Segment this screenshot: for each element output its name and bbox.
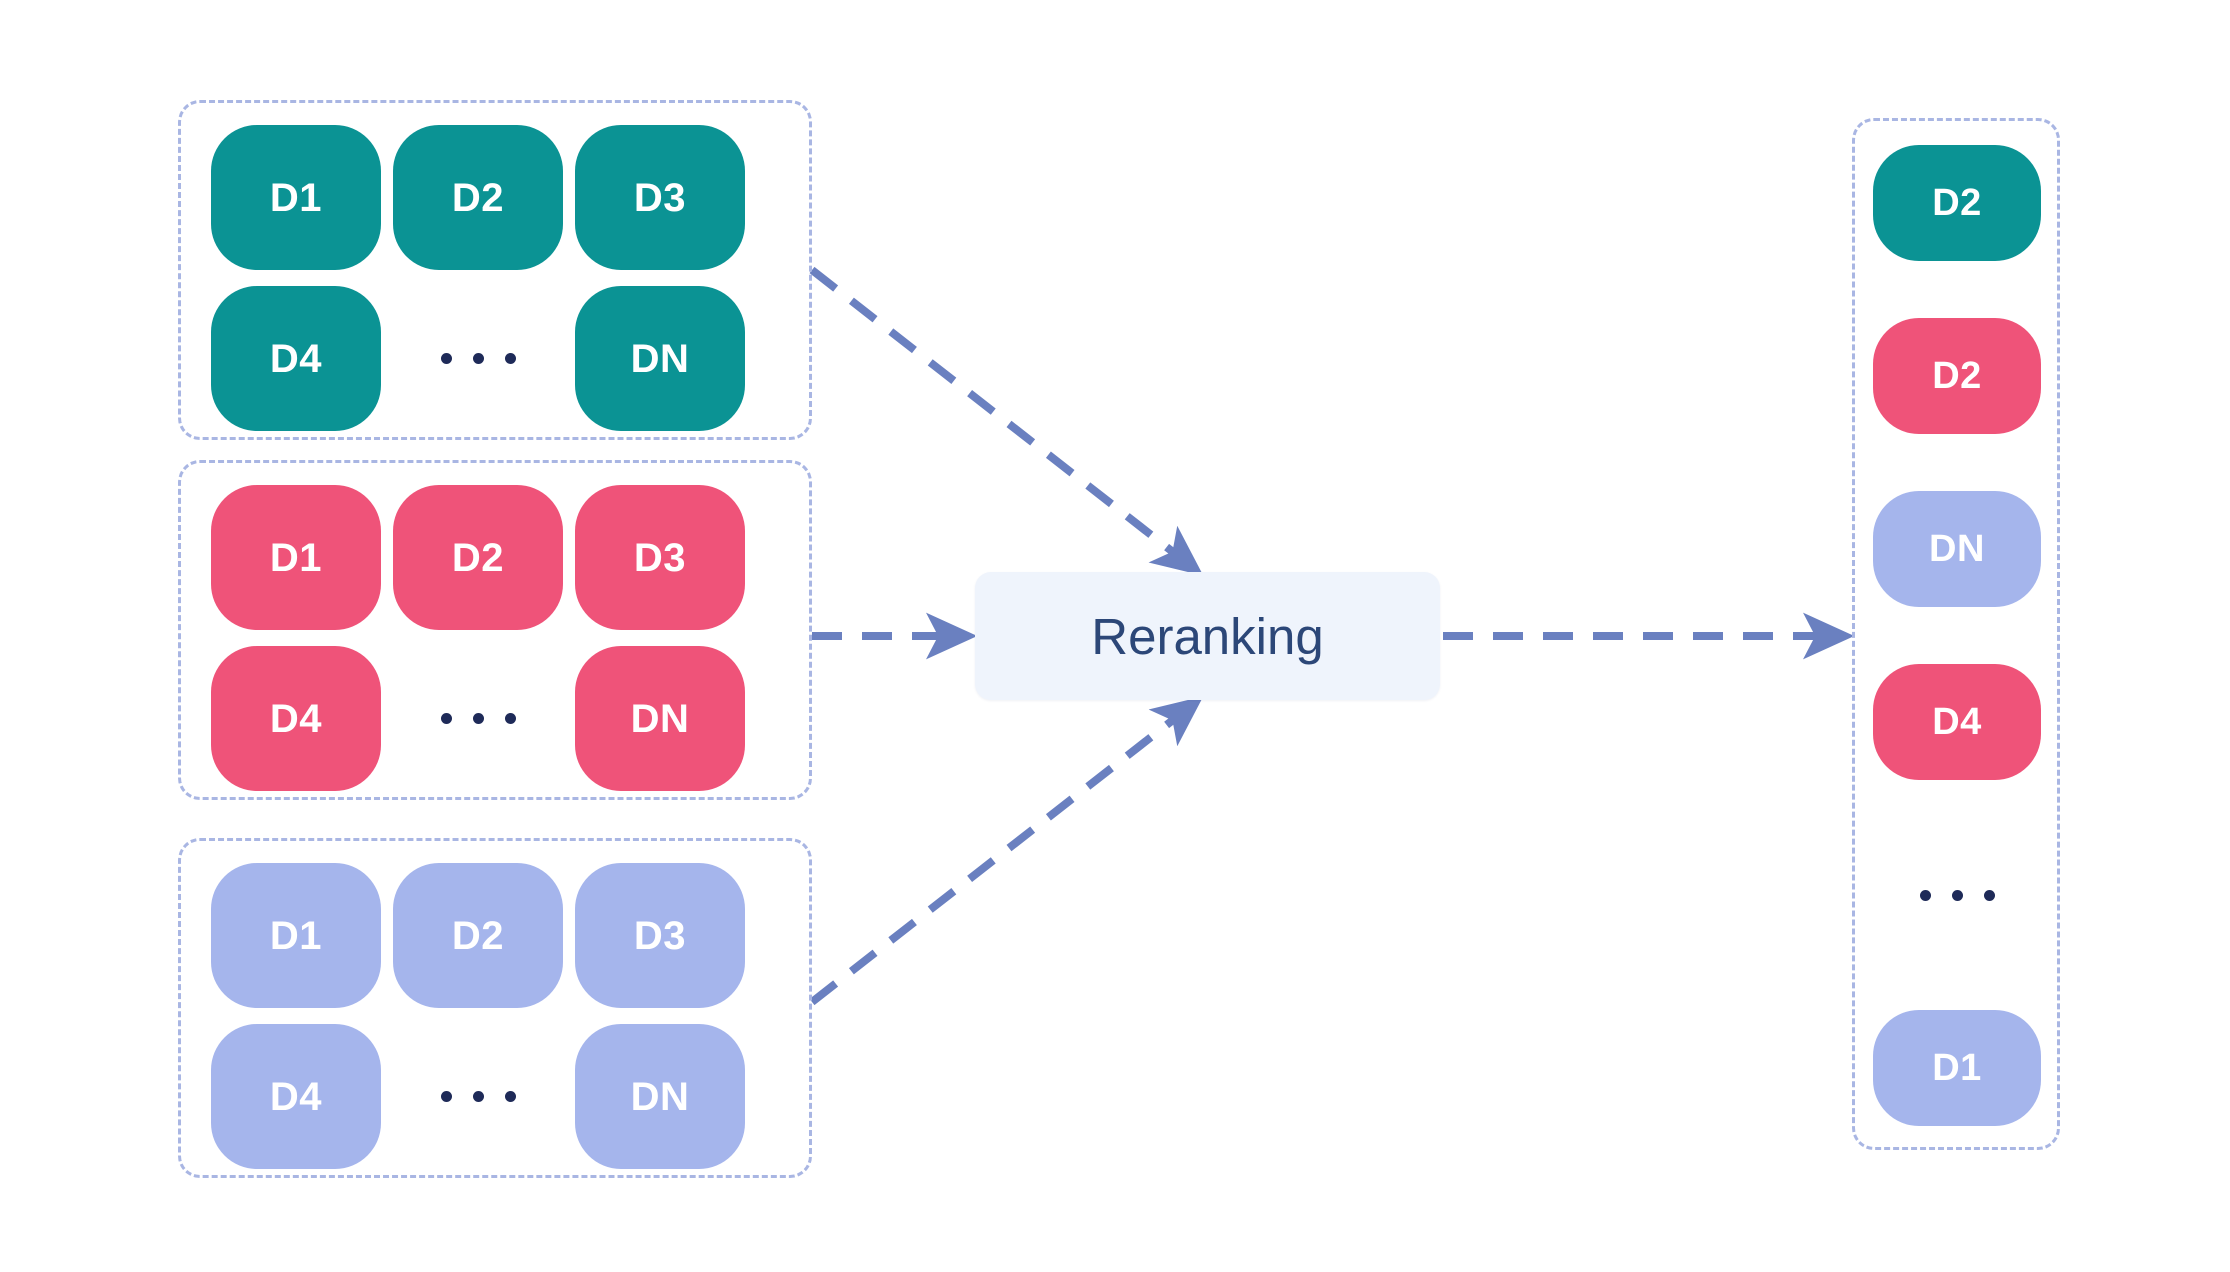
document-pill-label: D4 [269,696,323,741]
document-pill[interactable]: D4 [211,646,381,791]
document-pill-label: D1 [269,535,323,580]
document-pill[interactable]: D2 [393,485,563,630]
result-pill-label: D1 [1932,1047,1982,1089]
document-pill-label: D1 [269,175,323,220]
document-pill-label: D1 [269,913,323,958]
document-pill[interactable]: DN [575,646,745,791]
document-pill[interactable]: D2 [393,863,563,1008]
document-pill[interactable]: D1 [211,863,381,1008]
arrow-lavender-group-to-reranking [809,696,1204,1006]
ellipsis-dot [504,353,516,364]
group-ellipsis [393,646,563,791]
group-ellipsis [393,1024,563,1169]
result-pill[interactable]: D2 [1873,145,2041,261]
document-pill[interactable]: D3 [575,485,745,630]
document-pill[interactable]: DN [575,1024,745,1169]
retriever-group-lavender: D1 D2 D3 D4 DN [178,838,812,1178]
result-pill-label: D2 [1932,182,1982,224]
result-pill-label: DN [1929,528,1985,570]
document-pill-label: D2 [451,535,505,580]
document-pill-label: DN [630,1074,690,1119]
reranking-node[interactable]: Reranking [975,572,1440,700]
document-pill[interactable]: DN [575,286,745,431]
document-pill-label: D2 [451,175,505,220]
ellipsis-dot [1951,889,1963,901]
reranking-label: Reranking [1091,607,1324,665]
result-pill[interactable]: D4 [1873,664,2041,780]
document-pill[interactable]: D3 [575,125,745,270]
arrow-teal-group-to-reranking [809,266,1204,576]
document-pill-label: D3 [633,175,687,220]
ellipsis-dot [440,713,452,724]
document-pill-label: DN [630,336,690,381]
group-ellipsis [393,286,563,431]
result-pill[interactable]: D1 [1873,1010,2041,1126]
result-pill-label: D4 [1932,701,1982,743]
reranked-result-list: D2 D2 DN D4 D1 [1852,118,2060,1150]
ellipsis-dot [504,1091,516,1102]
result-pill-label: D2 [1932,355,1982,397]
document-pill-label: D4 [269,336,323,381]
ellipsis-dot [472,1091,484,1102]
ellipsis-dot [504,713,516,724]
document-pill[interactable]: D2 [393,125,563,270]
document-pill[interactable]: D1 [211,125,381,270]
ellipsis-dot [472,353,484,364]
document-pill[interactable]: D3 [575,863,745,1008]
document-pill-label: D2 [451,913,505,958]
ellipsis-dot [440,1091,452,1102]
document-pill-label: DN [630,696,690,741]
ellipsis-dot [1919,889,1931,901]
document-pill-label: D3 [633,913,687,958]
document-pill-label: D3 [633,535,687,580]
retriever-group-pink: D1 D2 D3 D4 DN [178,460,812,800]
result-list-ellipsis [1873,837,2041,953]
document-pill[interactable]: D1 [211,485,381,630]
ellipsis-dot [472,713,484,724]
document-pill-label: D4 [269,1074,323,1119]
document-pill[interactable]: D4 [211,1024,381,1169]
retriever-group-teal: D1 D2 D3 D4 DN [178,100,812,440]
result-pill[interactable]: D2 [1873,318,2041,434]
ellipsis-dot [440,353,452,364]
document-pill[interactable]: D4 [211,286,381,431]
result-pill[interactable]: DN [1873,491,2041,607]
ellipsis-dot [1983,889,1995,901]
